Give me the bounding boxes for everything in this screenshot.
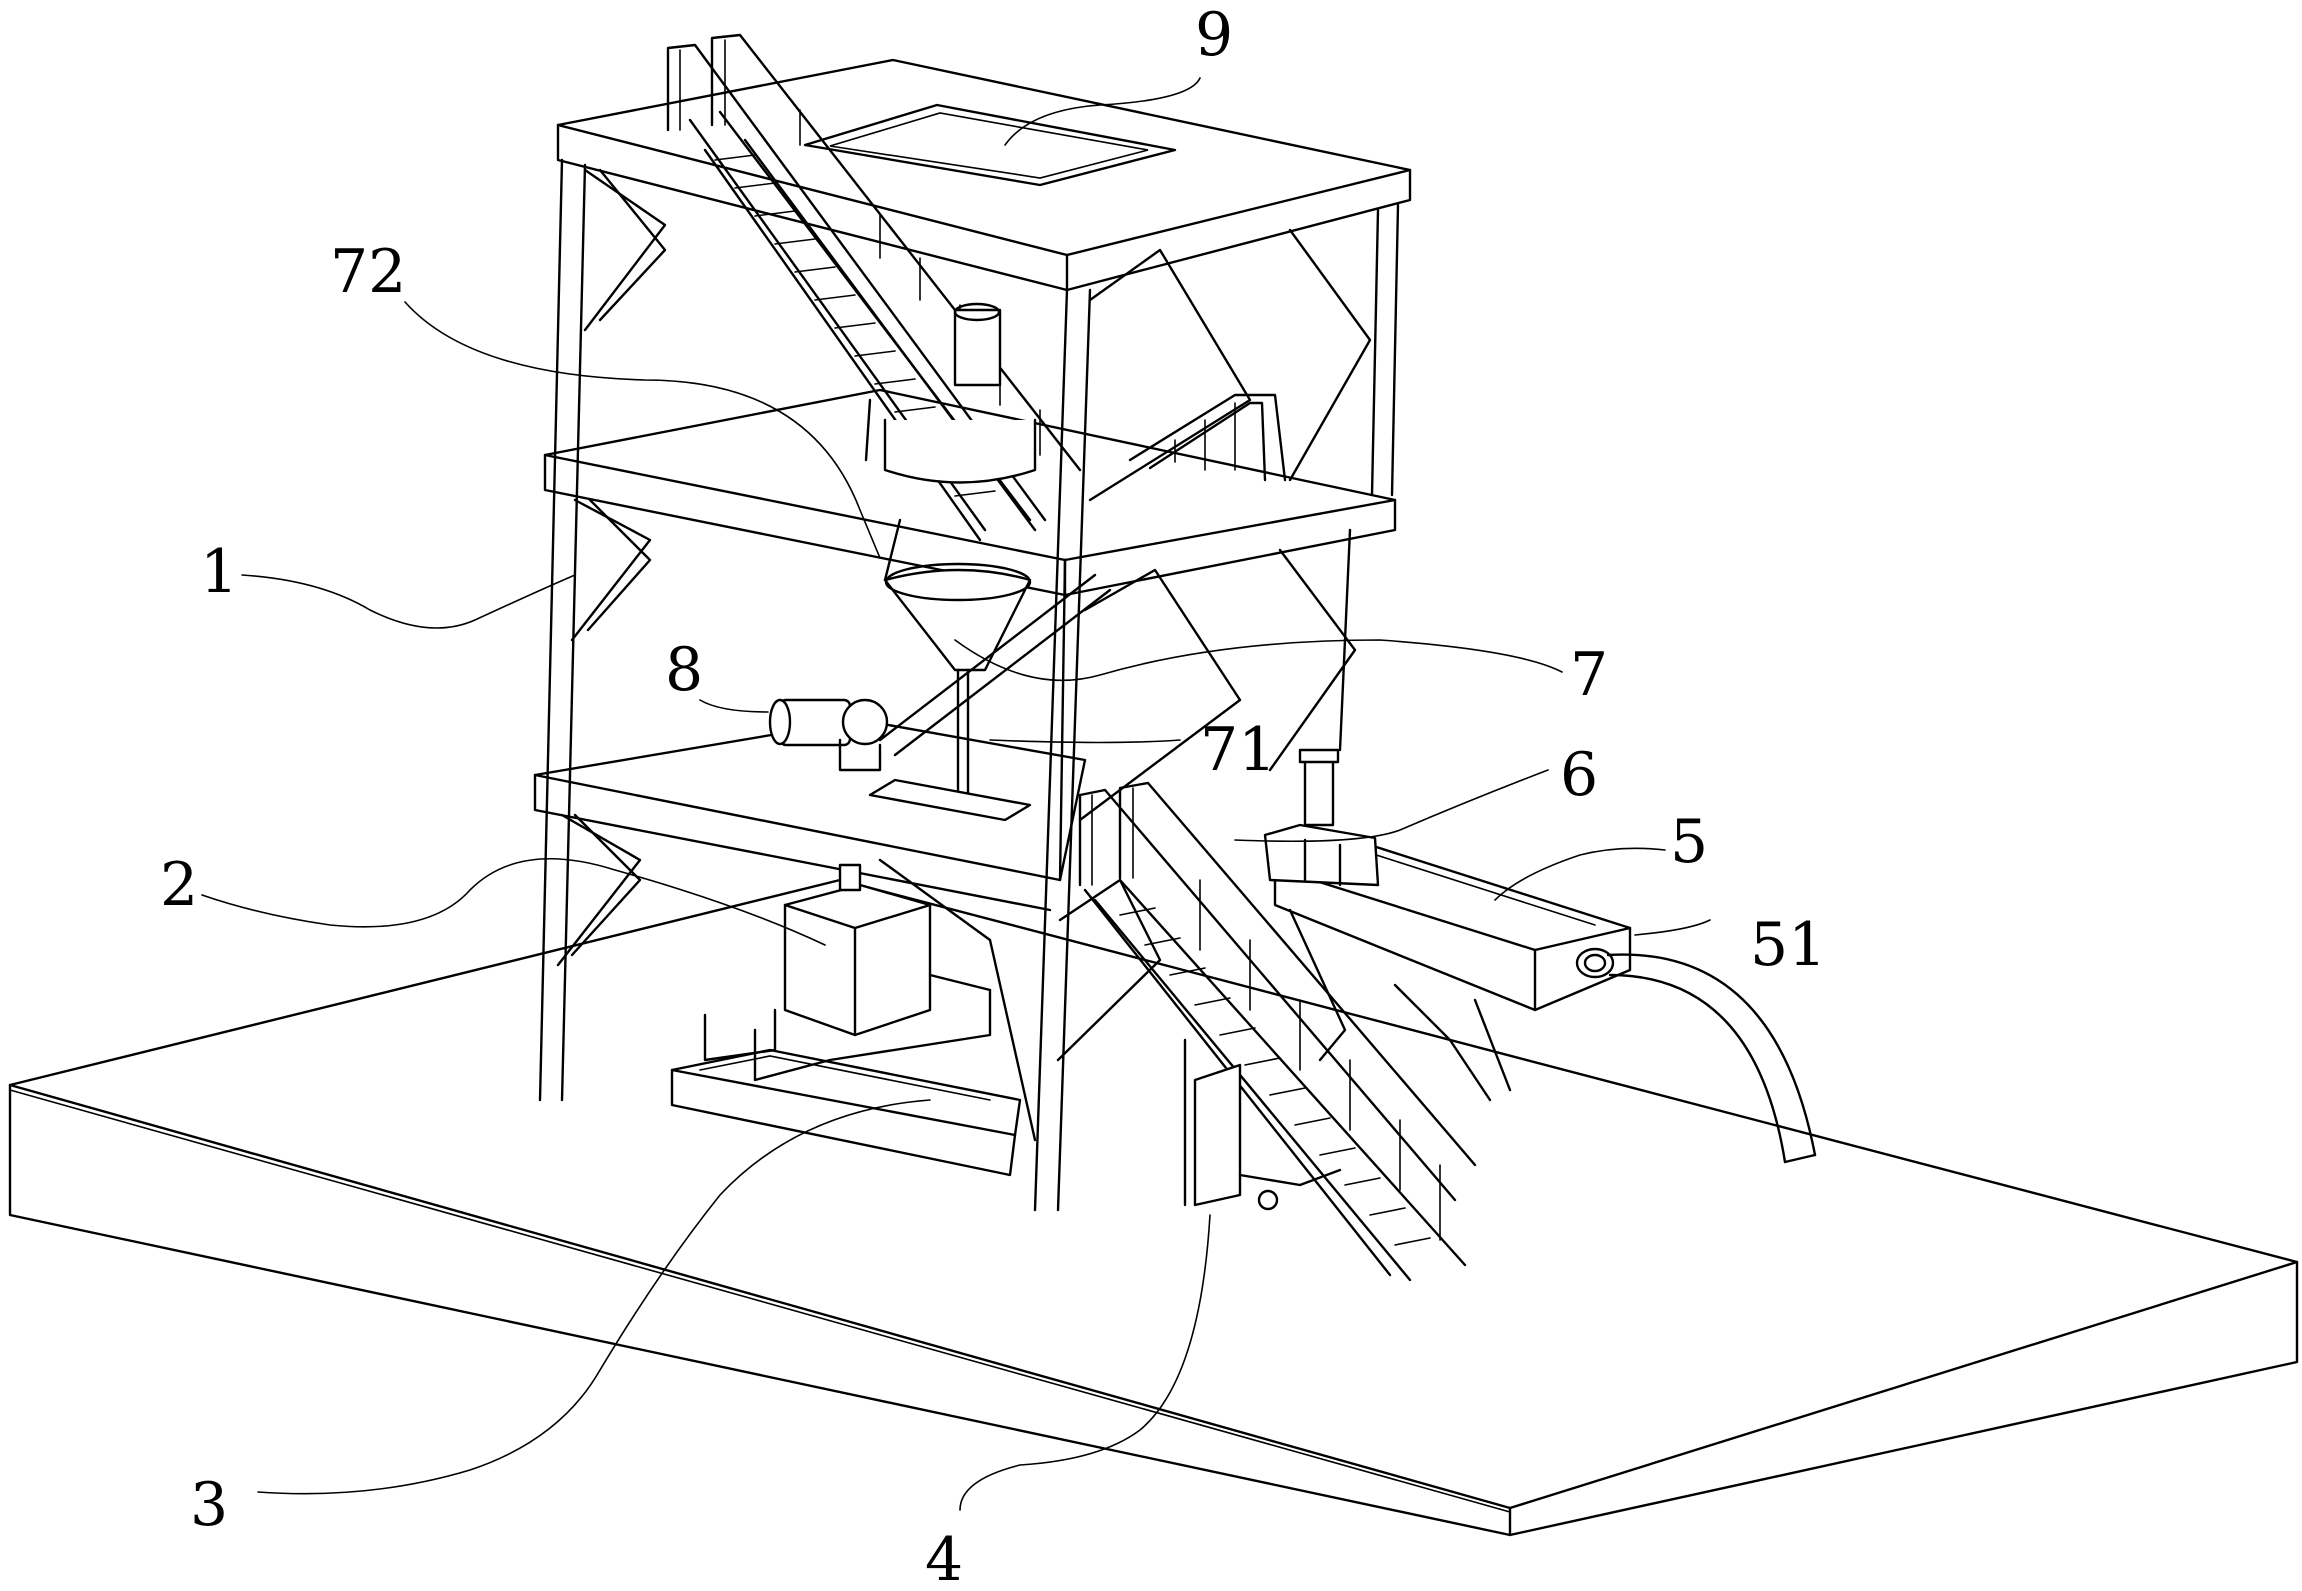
label-51: 51 <box>1750 910 1826 980</box>
hopper-tank <box>883 302 1037 797</box>
discharge-hose <box>1606 953 1817 1164</box>
label-4: 4 <box>925 1525 963 1591</box>
label-6: 6 <box>1560 740 1598 810</box>
label-7: 7 <box>1570 640 1608 710</box>
screw-conveyor <box>878 573 1112 757</box>
label-2: 2 <box>160 850 198 920</box>
steel-frame <box>533 58 1412 1212</box>
middle-handrail <box>1128 393 1287 482</box>
reference-labels: 9 72 1 8 7 71 6 2 5 51 3 4 <box>160 0 1826 1591</box>
label-72: 72 <box>330 237 406 307</box>
trolley-chassis <box>1183 1038 1342 1211</box>
mixing-pit-opening <box>868 778 1032 822</box>
label-1: 1 <box>200 537 238 607</box>
label-3: 3 <box>190 1470 228 1540</box>
water-tank <box>670 973 1022 1177</box>
cement-cabinet <box>783 863 932 1037</box>
leader-lines <box>201 77 1711 1511</box>
pump-motor <box>768 698 889 772</box>
ground-slab <box>8 878 2299 1537</box>
label-5: 5 <box>1670 807 1708 877</box>
label-8: 8 <box>665 635 703 705</box>
label-9: 9 <box>1195 0 1233 70</box>
label-71: 71 <box>1200 715 1276 785</box>
press-cylinder <box>1263 748 1380 887</box>
